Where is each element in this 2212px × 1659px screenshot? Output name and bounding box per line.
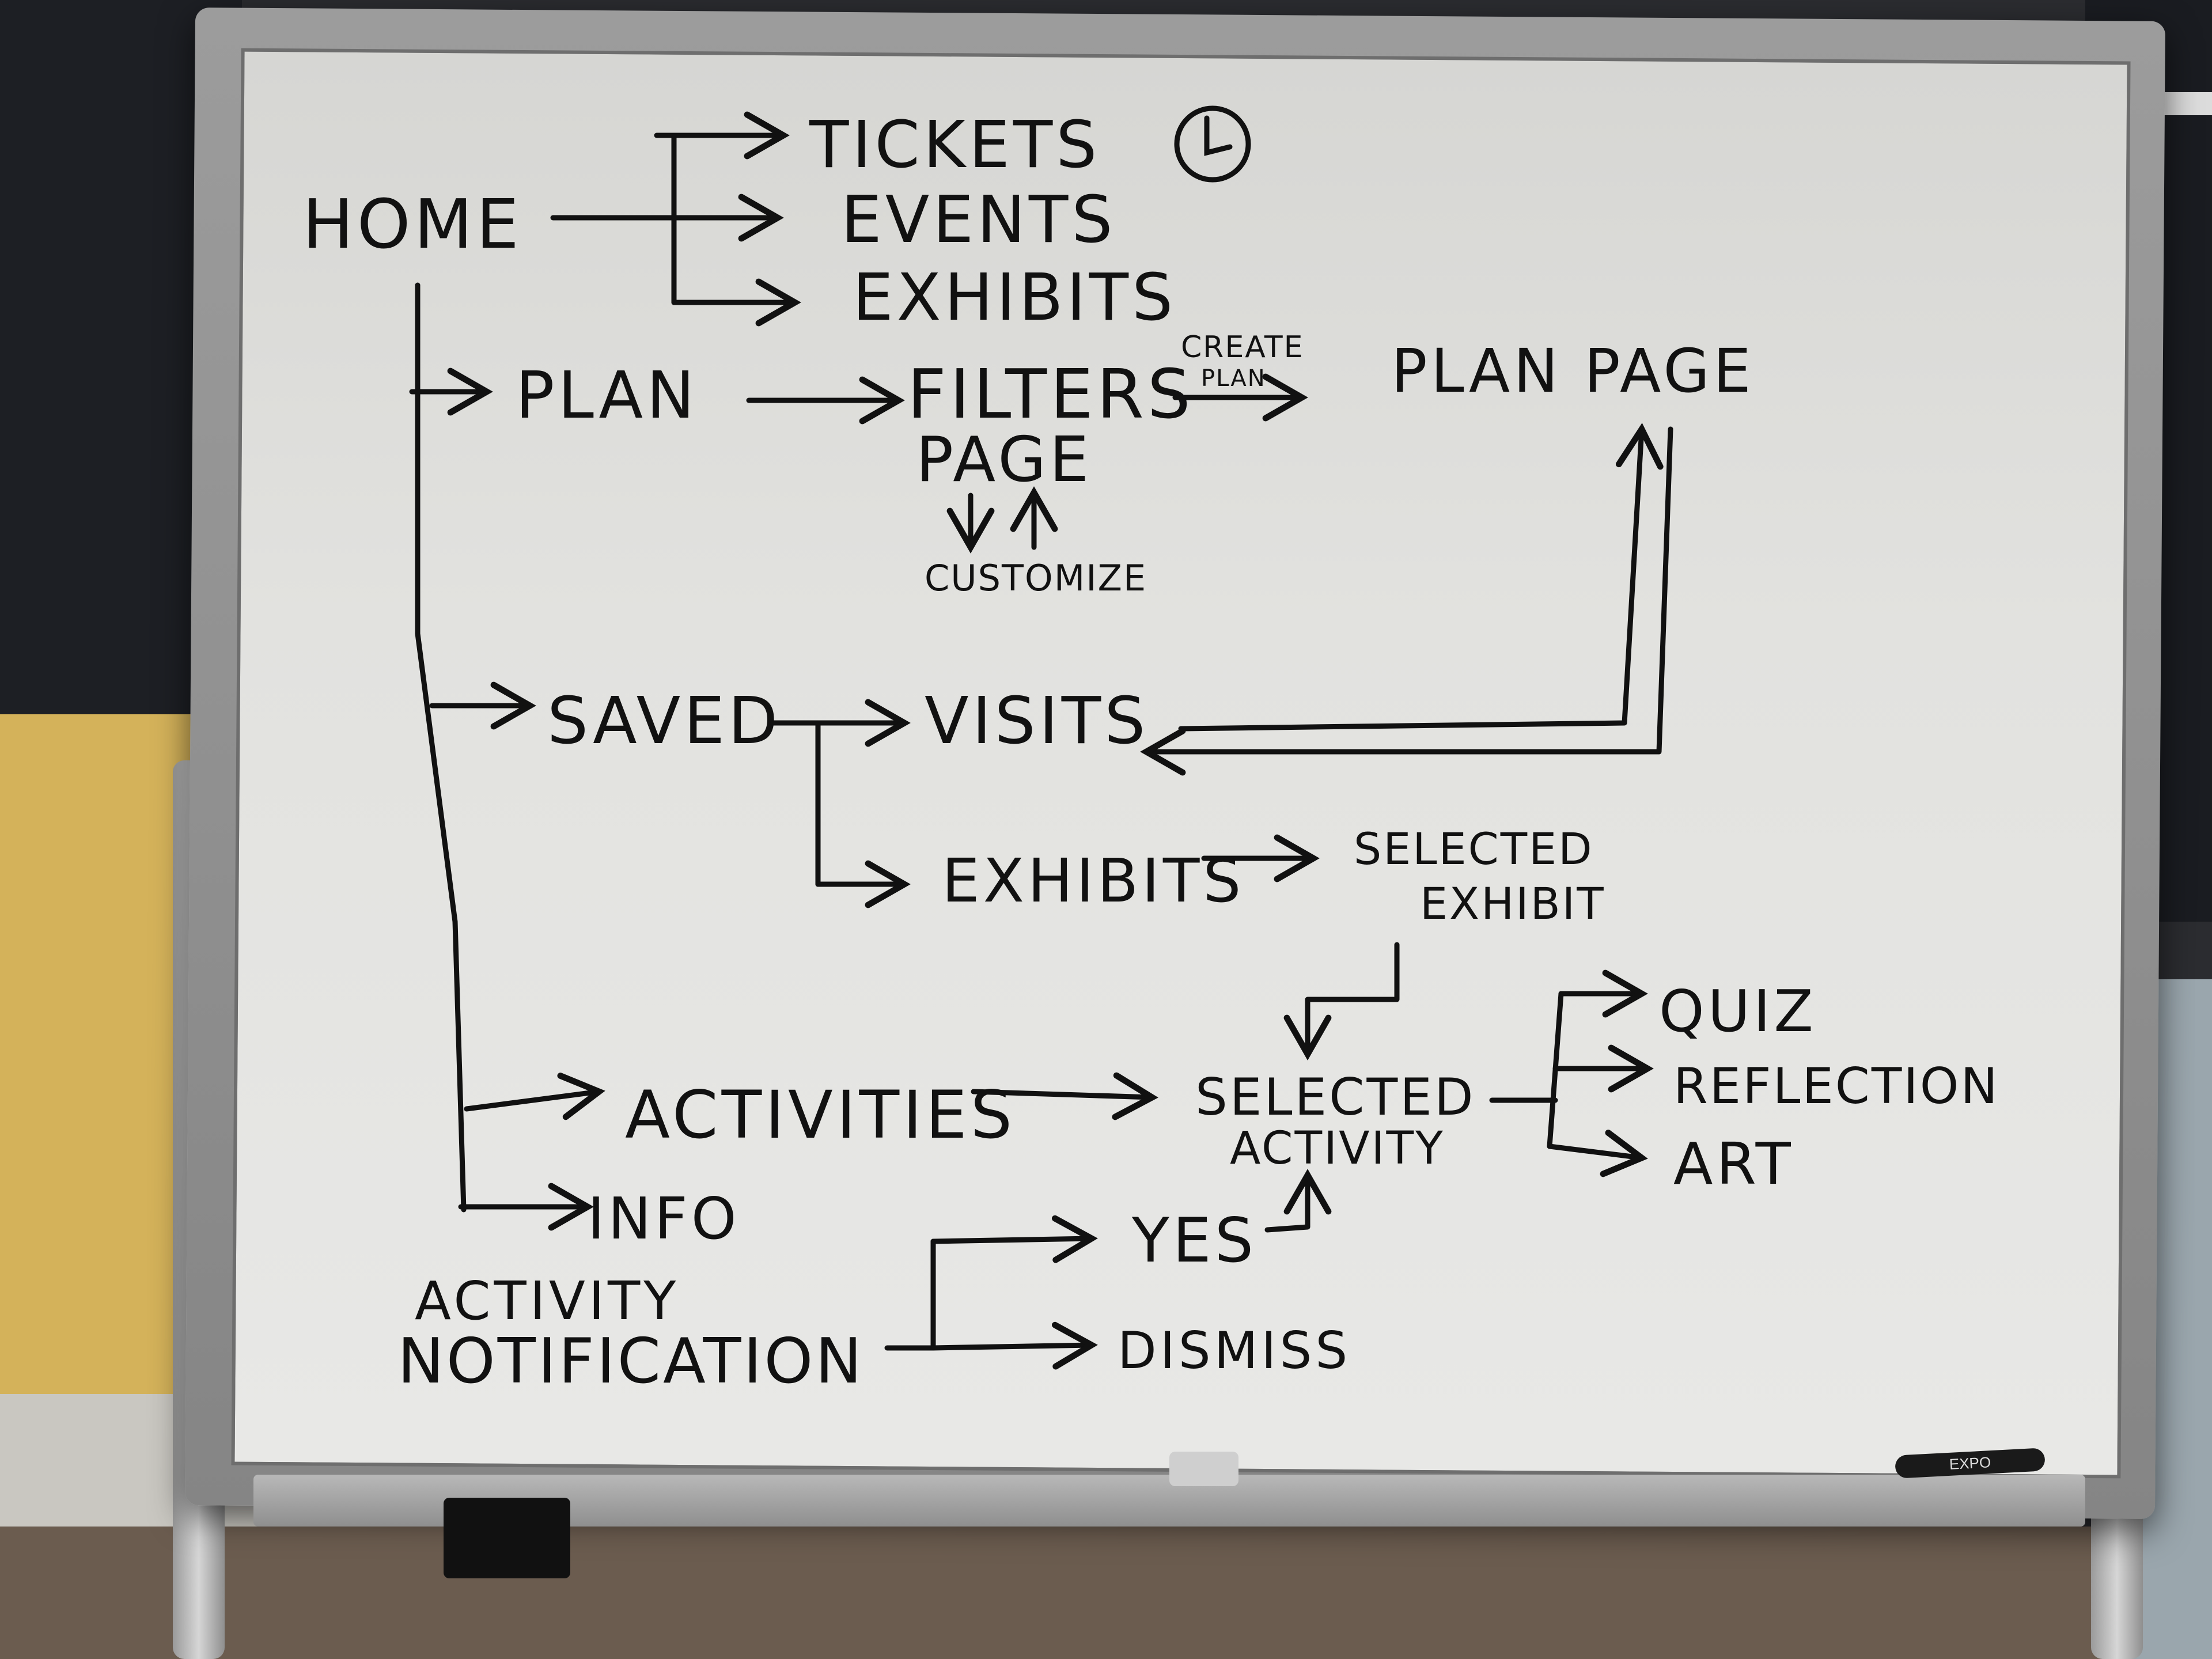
node-plan-page: PLAN PAGE [1391, 336, 1755, 406]
node-activity-notification-line2: NOTIFICATION [397, 1325, 864, 1397]
tray-clip [1169, 1452, 1238, 1486]
node-selected-exhibit-line1: SELECTED [1354, 823, 1594, 874]
edge-visits-to-planpage [1178, 423, 1664, 732]
edge-yes-selectedactivity [1264, 1169, 1332, 1233]
node-exhibits-saved: EXHIBITS [942, 846, 1244, 916]
node-home: HOME [302, 184, 522, 264]
edges [409, 111, 1673, 1370]
node-customize: CUSTOMIZE [925, 557, 1147, 599]
node-selected-exhibit-line2: EXHIBIT [1420, 878, 1605, 929]
edge-notification-branch [884, 1238, 936, 1351]
edge-selectedexhibit-selectedactivity [1283, 942, 1400, 1060]
clock-icon [1174, 105, 1251, 183]
node-filters-page: PAGE [916, 424, 1092, 496]
node-quiz: QUIZ [1659, 978, 1817, 1045]
node-activities: ACTIVITIES [625, 1077, 1016, 1153]
node-reflection: REFLECTION [1673, 1058, 1999, 1115]
edge-to-dismiss [930, 1321, 1098, 1370]
edge-to-art [1547, 1130, 1648, 1177]
label-create-plan: PLAN [1201, 365, 1266, 392]
node-art: ART [1673, 1130, 1794, 1198]
node-saved: SAVED [547, 684, 781, 759]
edge-to-yes [930, 1215, 1098, 1263]
edge-main-spine [415, 282, 467, 1213]
node-activity-notification-line1: ACTIVITY [415, 1270, 679, 1332]
node-plan: PLAN [516, 358, 698, 433]
edge-activities-selectedactivity [971, 1072, 1158, 1120]
edge-to-activities [464, 1073, 605, 1120]
node-exhibits-top: EXHIBITS [853, 260, 1176, 335]
node-events: EVENTS [841, 183, 1116, 257]
eraser [444, 1498, 570, 1578]
node-visits: VISITS [925, 684, 1149, 759]
node-tickets: TICKETS [809, 108, 1100, 183]
node-selected-activity-line2: ACTIVITY [1230, 1123, 1445, 1175]
node-selected-activity-line1: SELECTED [1195, 1067, 1476, 1127]
node-dismiss: DISMISS [1118, 1321, 1351, 1380]
node-info: INFO [588, 1185, 740, 1252]
node-yes: YES [1131, 1205, 1257, 1276]
edge-planpage-to-visits [1140, 426, 1673, 776]
node-filters: FILTERS [907, 354, 1194, 434]
label-create: CREATE [1181, 330, 1304, 365]
